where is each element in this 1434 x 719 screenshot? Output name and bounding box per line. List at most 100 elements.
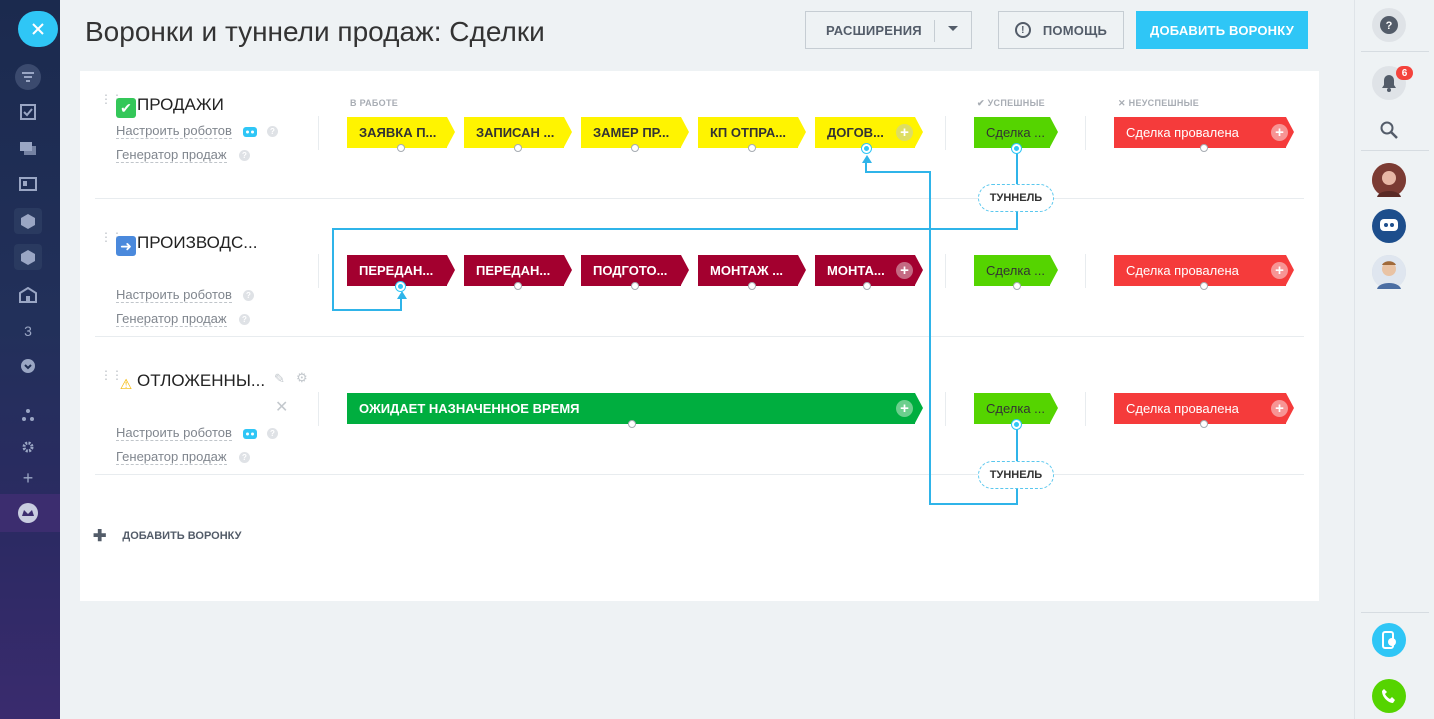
success-stage[interactable]: Сделка ...: [974, 393, 1058, 424]
gear-icon[interactable]: ⚙: [296, 370, 308, 385]
tunnel-label[interactable]: ТУННЕЛЬ: [978, 461, 1054, 489]
help-icon[interactable]: ?: [267, 126, 278, 137]
check-icon: ✔: [977, 98, 988, 108]
tunnel-point-active[interactable]: [396, 282, 405, 291]
divider: [318, 116, 319, 150]
avatar[interactable]: [1372, 255, 1406, 289]
tunnel-line: [332, 309, 402, 311]
help-icon[interactable]: ?: [1372, 8, 1406, 42]
generator-link[interactable]: Генератор продаж: [116, 311, 227, 327]
help-icon[interactable]: ?: [239, 452, 250, 463]
help-icon[interactable]: ?: [243, 290, 254, 301]
funnel-title[interactable]: ⚠ОТЛОЖЕННЫ...: [116, 371, 265, 394]
tunnel-point-active[interactable]: [862, 144, 871, 153]
right-sidebar: ?: [1354, 0, 1434, 719]
stage[interactable]: ЗАМЕР ПР...: [581, 117, 689, 148]
tunnel-point[interactable]: [631, 144, 639, 152]
robots-link[interactable]: Настроить роботов: [116, 287, 232, 303]
divider: [95, 336, 1304, 337]
chat-icon[interactable]: [14, 136, 42, 162]
help-icon[interactable]: ?: [239, 314, 250, 325]
tasks-icon[interactable]: [14, 99, 42, 125]
add-funnel-link[interactable]: ✚ ДОБАВИТЬ ВОРОНКУ: [93, 526, 242, 546]
shop-icon[interactable]: [14, 282, 42, 308]
tunnel-point[interactable]: [863, 282, 871, 290]
tunnel-point[interactable]: [1200, 282, 1208, 290]
tunnel-line: [332, 228, 1018, 230]
extensions-button[interactable]: РАСШИРЕНИЯ: [805, 11, 972, 49]
phone-icon[interactable]: [1372, 679, 1406, 713]
stage[interactable]: ОЖИДАЕТ НАЗНАЧЕННОЕ ВРЕМЯ: [347, 393, 923, 424]
gear-icon[interactable]: [14, 434, 42, 460]
funnel-title[interactable]: ➜ПРОИЗВОДС...: [116, 233, 257, 256]
stage[interactable]: ЗАПИСАН ...: [464, 117, 572, 148]
help-label: ПОМОЩЬ: [1042, 22, 1108, 38]
tunnel-line: [865, 171, 931, 173]
add-stage-icon[interactable]: +: [896, 124, 913, 141]
plus-icon[interactable]: +: [22, 467, 34, 488]
close-button[interactable]: [18, 11, 58, 47]
screen-share-icon[interactable]: [1372, 623, 1406, 657]
robot-icon: [243, 429, 257, 439]
stage[interactable]: КП ОТПРА...: [698, 117, 806, 148]
tunnel-point[interactable]: [628, 420, 636, 428]
tunnel-point[interactable]: [514, 144, 522, 152]
notification-badge: 6: [1396, 66, 1413, 80]
help-icon[interactable]: ?: [239, 150, 250, 161]
tunnel-point[interactable]: [1013, 282, 1021, 290]
sitemap-icon[interactable]: [14, 402, 42, 428]
crown-icon[interactable]: [14, 500, 42, 526]
divider: [318, 392, 319, 426]
group-chat-icon[interactable]: [1372, 209, 1406, 243]
tunnel-point[interactable]: [748, 144, 756, 152]
tunnel-point[interactable]: [631, 282, 639, 290]
edit-icon[interactable]: ✎: [274, 371, 285, 386]
tunnel-point[interactable]: [514, 282, 522, 290]
generator-link[interactable]: Генератор продаж: [116, 147, 227, 163]
chevron-down-icon[interactable]: [948, 26, 958, 31]
success-stage[interactable]: Сделка ...: [974, 117, 1058, 148]
contacts-icon[interactable]: [14, 171, 42, 197]
tunnel-line: [929, 171, 931, 505]
add-stage-icon[interactable]: +: [1271, 262, 1288, 279]
filter-icon[interactable]: [14, 64, 42, 90]
success-stage[interactable]: Сделка ...: [974, 255, 1058, 286]
avatar[interactable]: [1372, 163, 1406, 197]
stage[interactable]: ЗАЯВКА П...: [347, 117, 455, 148]
tunnel-point[interactable]: [1200, 144, 1208, 152]
stage[interactable]: ПОДГОТО...: [581, 255, 689, 286]
robots-link[interactable]: Настроить роботов: [116, 425, 232, 441]
divider: [1085, 116, 1086, 150]
search-icon[interactable]: [1372, 113, 1406, 147]
box-icon[interactable]: [14, 244, 42, 270]
funnel-title[interactable]: ✔ПРОДАЖИ: [116, 95, 224, 118]
stage[interactable]: МОНТАЖ ...: [698, 255, 806, 286]
stage[interactable]: ПЕРЕДАН...: [347, 255, 455, 286]
tunnel-point[interactable]: [397, 144, 405, 152]
tunnel-label[interactable]: ТУННЕЛЬ: [978, 184, 1054, 212]
robots-link[interactable]: Настроить роботов: [116, 123, 232, 139]
fail-stage[interactable]: Сделка провалена: [1114, 117, 1294, 148]
add-funnel-button[interactable]: ДОБАВИТЬ ВОРОНКУ: [1136, 11, 1308, 49]
column-success: ✔ УСПЕШНЫЕ: [977, 98, 1045, 109]
generator-link[interactable]: Генератор продаж: [116, 449, 227, 465]
warning-icon: ⚠: [119, 376, 133, 392]
chevron-down-icon[interactable]: [14, 353, 42, 379]
add-stage-icon[interactable]: +: [1271, 124, 1288, 141]
fail-stage[interactable]: Сделка провалена: [1114, 255, 1294, 286]
add-stage-icon[interactable]: +: [1271, 400, 1288, 417]
add-stage-icon[interactable]: +: [896, 400, 913, 417]
extensions-label: РАСШИРЕНИЯ: [826, 22, 922, 38]
help-icon[interactable]: ?: [267, 428, 278, 439]
tunnel-point[interactable]: [1200, 420, 1208, 428]
help-button[interactable]: ! ПОМОЩЬ: [998, 11, 1124, 49]
stage[interactable]: ПЕРЕДАН...: [464, 255, 572, 286]
tunnel-point-active[interactable]: [1012, 420, 1021, 429]
tunnel-line: [1016, 488, 1018, 505]
tunnel-point-active[interactable]: [1012, 144, 1021, 153]
tunnel-point[interactable]: [748, 282, 756, 290]
fail-stage[interactable]: Сделка провалена: [1114, 393, 1294, 424]
add-stage-icon[interactable]: +: [896, 262, 913, 279]
box-icon[interactable]: [14, 208, 42, 234]
delete-icon[interactable]: ✕: [275, 399, 289, 416]
